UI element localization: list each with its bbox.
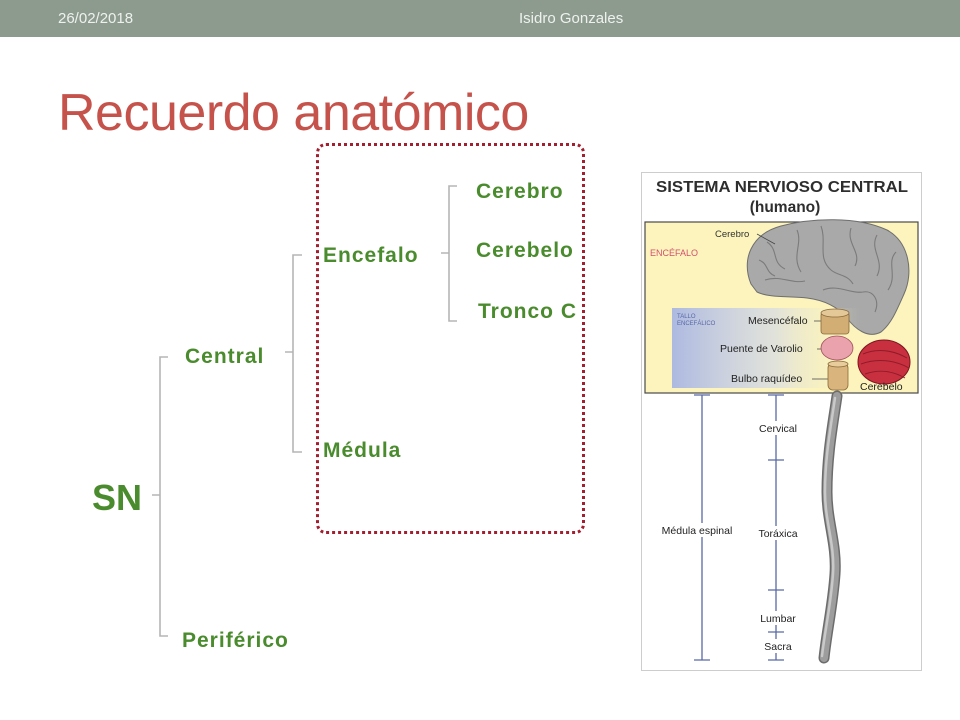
- slide-title: Recuerdo anatómico: [58, 84, 529, 142]
- spinal-cord: [820, 392, 841, 662]
- encefalo-highlight-frame: [316, 143, 585, 534]
- label-backdrop: [650, 523, 745, 537]
- label-backdrop: [757, 611, 799, 625]
- bulbo-shape: [827, 360, 849, 391]
- cervical-label: Cervical: [759, 423, 797, 435]
- bracket-encefalo: [441, 185, 457, 322]
- mesencefalo-shape: [820, 308, 850, 335]
- label-leader-lines: [756, 233, 828, 380]
- toraxica-label: Toráxica: [758, 528, 797, 540]
- bracket-sn: [152, 356, 168, 637]
- mesencefalo-top: [820, 308, 850, 318]
- spinal-cord-highlight: [820, 396, 837, 658]
- medula-espinal-label: Médula espinal: [662, 525, 733, 537]
- tree-node-periferico: Periférico: [182, 629, 289, 652]
- brain-gyri: [758, 225, 897, 313]
- mesencefalo-label: Mesencéfalo: [748, 315, 808, 327]
- bulbo-top: [827, 360, 849, 368]
- slide-author: Isidro Gonzales: [519, 10, 624, 27]
- lumbar-label: Lumbar: [760, 613, 796, 625]
- brain-illustration: [746, 219, 910, 335]
- slide-date: 26/02/2018: [58, 10, 134, 27]
- bulbo-label: Bulbo raquídeo: [731, 373, 802, 385]
- figure-title: SISTEMA NERVIOSO CENTRAL: [656, 179, 908, 196]
- slide-header-bar: 26/02/2018 Isidro Gonzales: [0, 0, 960, 37]
- tree-node-cerebelo: Cerebelo: [476, 239, 574, 262]
- tree-node-tronco: Tronco C: [478, 300, 578, 323]
- tree-node-cerebro: Cerebro: [476, 180, 564, 203]
- tree-node-central: Central: [185, 345, 265, 368]
- cerebro-label: Cerebro: [715, 229, 749, 240]
- puente-shape: [820, 335, 854, 361]
- cns-figure: SISTEMA NERVIOSO CENTRAL (humano) ENCÉFA…: [641, 172, 922, 671]
- tree-node-sn: SN: [92, 477, 143, 518]
- label-backdrop: [761, 639, 795, 653]
- figure-subtitle: (humano): [750, 199, 821, 216]
- cns-illustration: SISTEMA NERVIOSO CENTRAL (humano) ENCÉFA…: [641, 172, 922, 671]
- label-backdrop: [753, 526, 803, 540]
- bracket-central: [285, 254, 302, 453]
- tree-node-encefalo: Encefalo: [323, 244, 419, 267]
- cerebelo-folia: [860, 350, 910, 379]
- cerebelo-label: Cerebelo: [860, 381, 903, 393]
- puente-label: Puente de Varolio: [720, 343, 803, 355]
- tree-node-medula: Médula: [323, 439, 402, 462]
- encefalo-label: ENCÉFALO: [650, 248, 698, 258]
- sacra-label: Sacra: [764, 641, 792, 653]
- tallo-label-line1: TALLO: [677, 314, 696, 320]
- label-backdrop: [755, 421, 801, 435]
- tallo-label-line2: ENCEFÁLICO: [677, 320, 716, 327]
